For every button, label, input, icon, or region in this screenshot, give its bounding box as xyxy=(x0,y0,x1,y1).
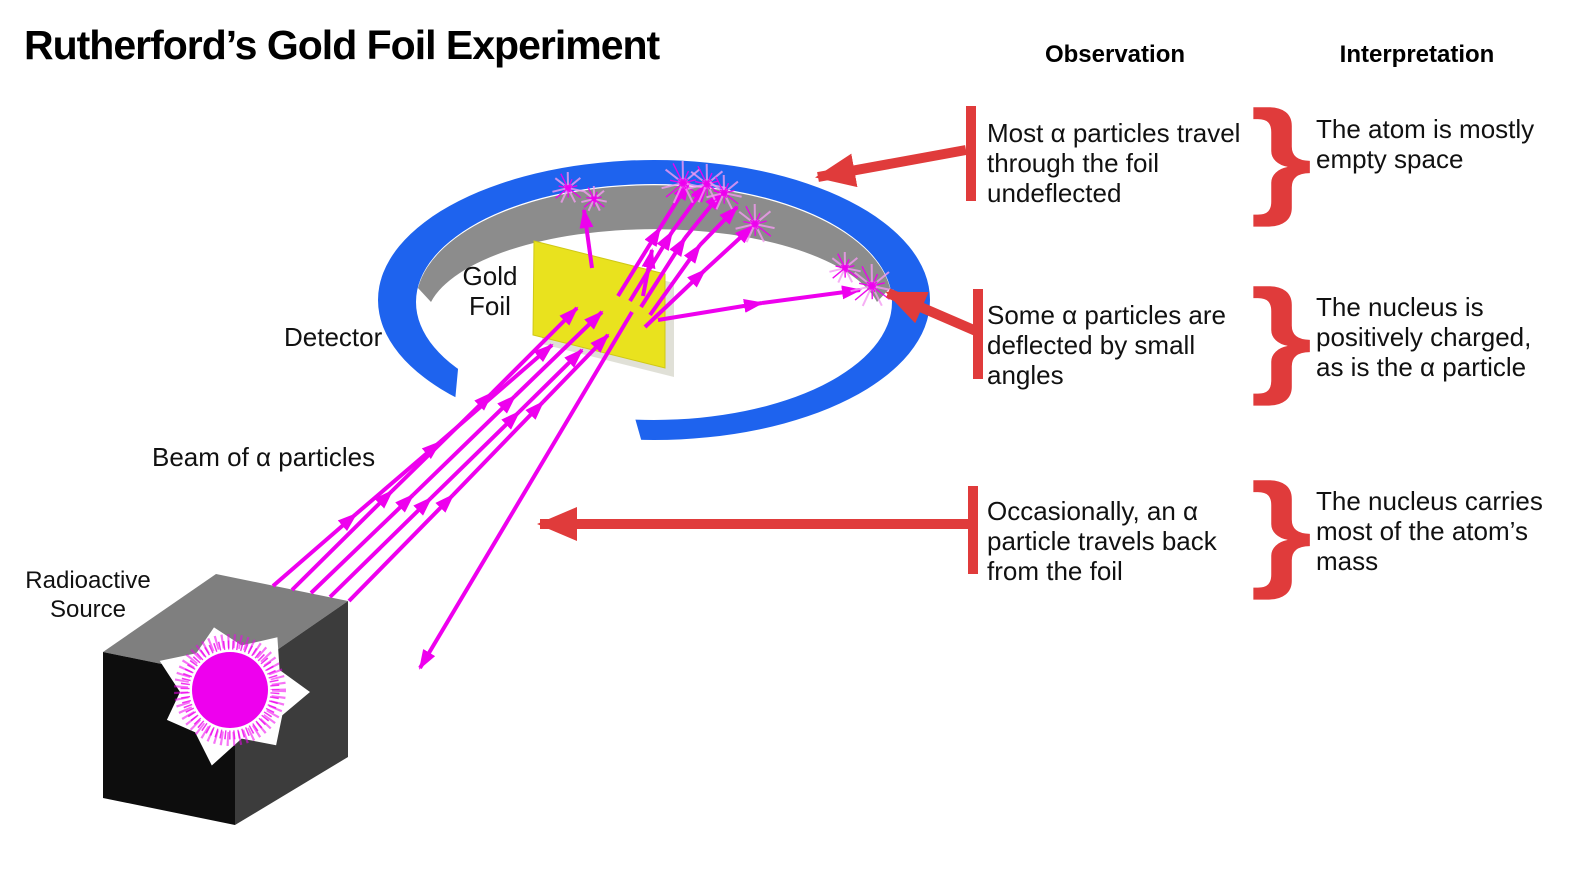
alpha-beam-line xyxy=(429,410,521,500)
observation-text: Some α particles are deflected by small … xyxy=(987,300,1227,390)
alpha-beam-line xyxy=(290,489,394,592)
impact-sparkle xyxy=(743,220,759,226)
detector-label: Detector xyxy=(284,322,383,352)
impact-sparkle xyxy=(713,190,728,195)
annotation-arrow xyxy=(885,288,978,336)
undeflected-arrow xyxy=(643,268,707,329)
impact-sparkle xyxy=(669,179,688,185)
alpha-beam-line xyxy=(309,493,415,595)
impact-sparkle xyxy=(672,163,687,190)
undeflected-arrow xyxy=(639,236,687,309)
undeflected-arrow xyxy=(658,180,691,230)
undeflected-arrow xyxy=(698,205,739,247)
impact-sparkle xyxy=(715,176,728,199)
annotation-arrow xyxy=(815,145,967,188)
impact-sparkle xyxy=(566,178,573,191)
alpha-beam-line xyxy=(451,400,545,497)
observation-bar xyxy=(966,106,976,201)
impact-sparkle xyxy=(858,282,877,288)
alpha-beam-line xyxy=(513,310,604,398)
observation-text: Most α particles travel through the foil… xyxy=(987,118,1241,208)
impact-sparkle xyxy=(837,253,848,273)
impact-sparkle xyxy=(749,219,772,237)
source-cube-top xyxy=(103,574,348,679)
interpretation-column-header: Interpretation xyxy=(1339,41,1495,68)
impact-sparkle xyxy=(697,165,711,190)
impact-sparkle xyxy=(680,170,690,187)
impact-sparkle xyxy=(665,178,689,198)
source-speckle-ring xyxy=(180,640,280,740)
observation-bar xyxy=(968,486,978,574)
impact-sparkle xyxy=(722,182,730,197)
observation-text: Occasionally, an α particle travels back… xyxy=(987,496,1217,586)
impact-sparkle xyxy=(752,212,761,228)
deflected-arrow xyxy=(579,208,594,269)
observation-bar xyxy=(973,289,983,379)
alpha-beam-line xyxy=(347,493,455,603)
impact-sparkle xyxy=(587,187,597,203)
page-title: Rutherford’s Gold Foil Experiment xyxy=(24,22,660,68)
impact-sparkle xyxy=(695,180,711,186)
alpha-beam-line xyxy=(411,394,517,497)
impact-sparkle xyxy=(592,191,598,202)
undeflected-arrow xyxy=(648,243,702,317)
impact-sparkle xyxy=(704,172,713,188)
detector-inner-wall xyxy=(418,185,890,302)
impact-sparkle xyxy=(843,258,850,271)
alpha-beam-line xyxy=(271,512,358,588)
observation-column-header: Observation xyxy=(1044,41,1186,68)
interpretation-text: The nucleus is positively charged, as is… xyxy=(1316,292,1532,382)
source-cube-right xyxy=(235,601,348,825)
impact-sparkle xyxy=(854,281,878,301)
deflected-arrow xyxy=(641,248,656,297)
deflected-arrow xyxy=(657,298,764,322)
brace-icon: } xyxy=(1250,85,1313,228)
radioactive-source-label: Radioactive Source xyxy=(25,567,151,623)
alpha-beam-line xyxy=(328,496,433,599)
interpretation-text: The nucleus carries most of the atom’s m… xyxy=(1316,486,1543,576)
undeflected-arrow xyxy=(616,226,662,298)
interpretation-text: The atom is mostly empty space xyxy=(1316,114,1535,174)
alpha-beam-line xyxy=(490,306,579,395)
alpha-beam-line xyxy=(541,333,610,404)
gold-foil-label: Gold Foil xyxy=(462,261,518,321)
impact-sparkle xyxy=(745,205,759,230)
deflected-arrow xyxy=(761,285,862,305)
undeflected-arrow xyxy=(703,224,755,272)
backscatter-arrow xyxy=(418,310,634,670)
source-core xyxy=(192,652,268,728)
alpha-beam-line xyxy=(390,391,494,493)
impact-sparkle xyxy=(869,273,879,290)
impact-sparkle xyxy=(691,179,713,198)
brace-icon: } xyxy=(1250,458,1313,601)
brace-icon: } xyxy=(1250,264,1313,407)
impact-sparkle xyxy=(739,219,761,238)
beam-label: Beam of α particles xyxy=(152,442,376,472)
impact-sparkle xyxy=(861,266,876,293)
impact-sparkle xyxy=(560,173,571,193)
alpha-beam-line xyxy=(354,440,442,516)
undeflected-arrow xyxy=(670,182,709,234)
